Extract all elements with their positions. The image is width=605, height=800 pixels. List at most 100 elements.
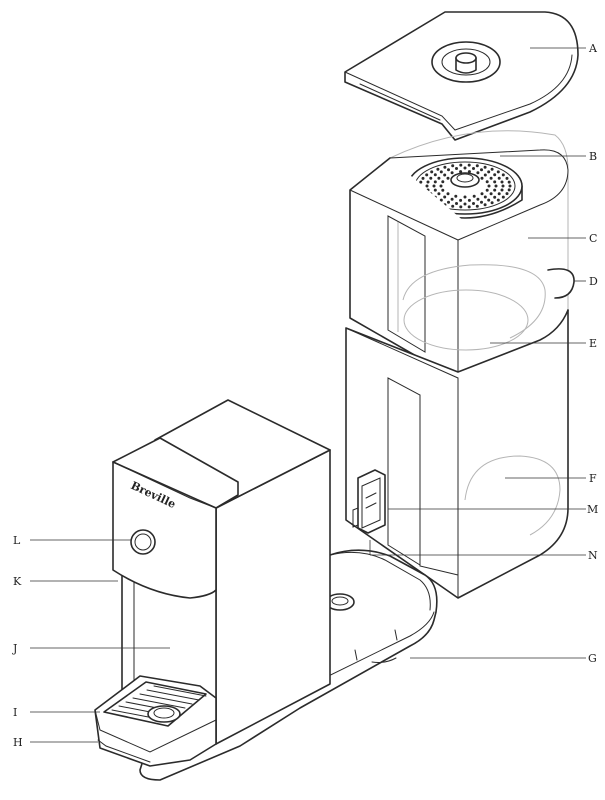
machine-body: Breville (112, 399, 331, 745)
filter-perforation (433, 180, 437, 184)
filter-perforation (489, 176, 493, 180)
filter-perforation (507, 188, 511, 192)
filter-perforation (493, 180, 497, 184)
filter-perforation (463, 202, 467, 206)
callout-i: I (13, 706, 17, 719)
filter-perforation (497, 176, 501, 180)
filter-perforation (443, 165, 447, 169)
filter-perforation (496, 198, 500, 202)
filter-perforation (459, 163, 463, 167)
filter-perforation (426, 180, 430, 184)
filter-perforation (425, 173, 429, 177)
callout-a: A (588, 42, 598, 55)
filter-perforation (501, 184, 505, 188)
filter-perforation (433, 173, 437, 177)
filter-perforation (505, 176, 509, 180)
filter-perforation (433, 188, 437, 192)
callout-g: G (588, 652, 597, 665)
filter-perforation (480, 200, 483, 204)
filter-perforation (500, 180, 504, 184)
filter-perforation (447, 200, 450, 204)
filter-perforation (429, 176, 433, 180)
filter-perforation (507, 180, 511, 184)
filter-perforation (490, 167, 494, 171)
filter-perforation (487, 198, 491, 202)
filter-perforation (437, 176, 441, 180)
filter-perforation (441, 188, 445, 192)
filter-perforation (472, 194, 476, 198)
callout-n: N (588, 549, 598, 562)
filter-perforation (443, 173, 447, 177)
filter-perforation (500, 188, 504, 192)
callout-f: F (589, 472, 597, 485)
filter-perforation (455, 167, 458, 170)
filter-perforation (446, 176, 450, 180)
callout-m: M (587, 503, 598, 516)
filter-perforation (467, 170, 471, 174)
filter-perforation (494, 184, 498, 188)
callout-d: D (589, 275, 598, 288)
callout-k: K (13, 575, 22, 588)
filter-perforation (463, 166, 467, 170)
filter-perforation (493, 188, 497, 192)
filter-perforation (472, 167, 475, 170)
leader-lines (30, 47, 586, 743)
filter-perforation (451, 164, 455, 168)
filter-perforation (476, 197, 480, 201)
tray-slot (153, 685, 207, 697)
callout-labels: A B C D E F M N G L K J I H (12, 42, 598, 749)
filter-perforation (447, 168, 450, 172)
filter-perforation (467, 205, 471, 209)
callout-l: L (13, 534, 21, 547)
filter-perforation (489, 192, 493, 196)
filter-perforation (483, 203, 487, 207)
filter-perforation (496, 170, 500, 174)
filter-perforation (459, 198, 463, 202)
filter-perforation (454, 194, 458, 198)
filter-perforation (490, 201, 494, 205)
filter-perforation (419, 180, 423, 184)
filter-perforation (480, 168, 483, 172)
filter-perforation (432, 184, 436, 188)
filter-perforation (467, 163, 471, 167)
filter-perforation (485, 188, 489, 192)
filter-perforation (455, 202, 458, 205)
filter-perforation (501, 195, 505, 199)
filter-perforation (467, 198, 471, 202)
filter-perforation (437, 192, 441, 196)
filter-perforation (463, 195, 467, 199)
drip-tray (94, 675, 217, 767)
filter-perforation (425, 184, 429, 188)
filter-perforation (487, 170, 491, 174)
filter-perforation (439, 198, 443, 202)
filter-perforation (475, 164, 479, 168)
callout-c: C (589, 232, 597, 245)
reservoir-lid (344, 11, 579, 141)
lower-tank (345, 309, 569, 599)
filter-perforation (439, 170, 443, 174)
callout-j: J (12, 642, 17, 655)
filter-perforation (508, 184, 512, 188)
filter-perforation (483, 173, 487, 177)
filter-perforation (459, 205, 463, 209)
filter-perforation (443, 195, 447, 199)
filter-perforation (483, 195, 487, 199)
filter-perforation (493, 195, 497, 199)
filter-perforation (493, 173, 497, 177)
tray-slot (132, 697, 186, 709)
filter-perforation (480, 176, 484, 180)
filter-perforation (487, 184, 491, 188)
callout-e: E (589, 337, 597, 350)
filter-perforation (485, 180, 489, 184)
tray-slot (146, 689, 200, 701)
filter-perforation (430, 170, 434, 174)
filter-perforation (421, 176, 425, 180)
filter-perforation (446, 192, 450, 196)
filter-perforation (501, 173, 505, 177)
callout-h: H (13, 736, 23, 749)
filter-perforation (439, 184, 443, 188)
filter-perforation (472, 202, 475, 205)
filter-perforation (497, 192, 501, 196)
callout-b: B (589, 150, 597, 163)
